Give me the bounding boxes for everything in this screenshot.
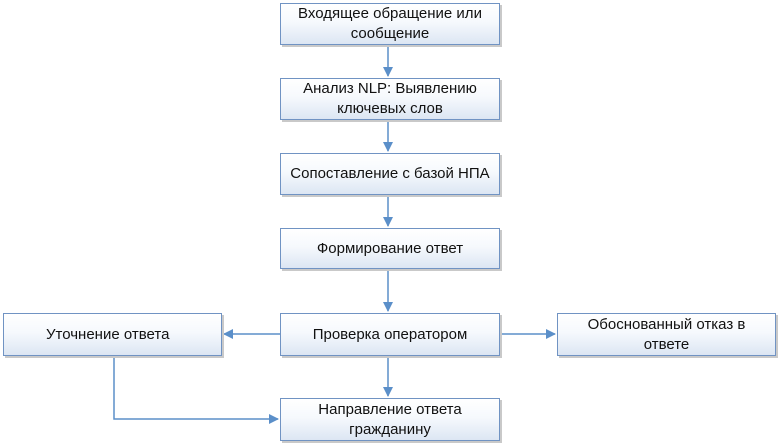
- node-send-to-citizen: Направление ответа гражданину: [280, 398, 500, 441]
- node-nlp-analysis: Анализ NLP: Выявлению ключевых слов: [280, 78, 500, 120]
- node-operator-check: Проверка оператором: [280, 313, 500, 356]
- node-send-to-citizen-label: Направление ответа гражданину: [318, 400, 462, 438]
- node-justified-refusal: Обоснованный отказ в ответе: [557, 313, 776, 356]
- node-response-clarification: Уточнение ответа: [3, 313, 222, 356]
- node-response-forming-label: Формирование ответ: [316, 239, 464, 257]
- node-regulation-matching: Сопоставление с базой НПА: [280, 153, 500, 195]
- arrow-clarify-to-send: [113, 356, 279, 424]
- node-incoming-request: Входящее обращение или сообщение: [280, 3, 500, 45]
- node-incoming-request-label: Входящее обращение или сообщение: [298, 5, 482, 42]
- node-justified-refusal-label: Обоснованный отказ в ответе: [587, 315, 746, 353]
- node-nlp-analysis-label: Анализ NLP: Выявлению ключевых слов: [303, 80, 477, 117]
- node-response-clarification-label: Уточнение ответа: [46, 325, 170, 343]
- node-operator-check-label: Проверка оператором: [312, 325, 468, 343]
- node-response-forming: Формирование ответ: [280, 228, 500, 269]
- node-regulation-matching-label: Сопоставление с базой НПА: [290, 165, 490, 182]
